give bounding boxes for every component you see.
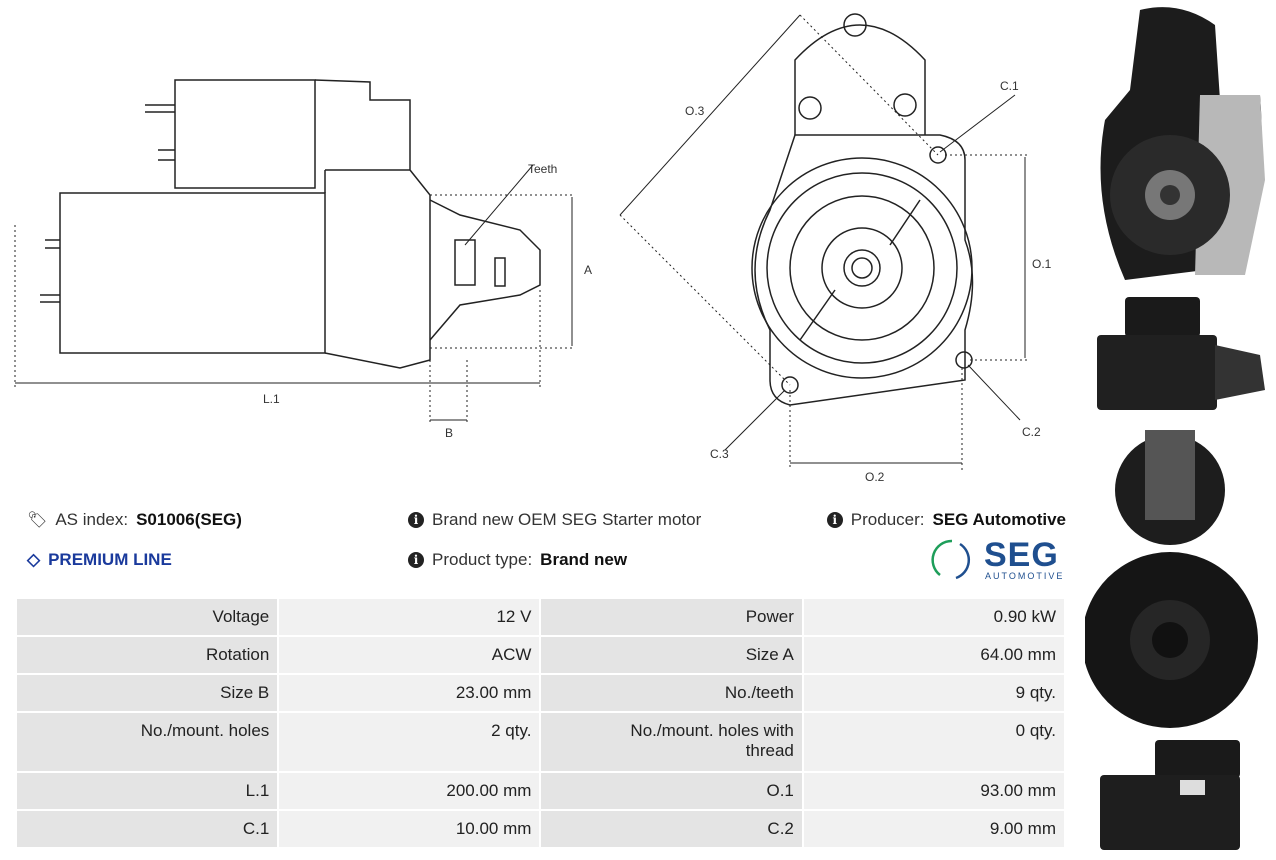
teeth-label: Teeth — [528, 162, 557, 176]
spec-value: 93.00 mm — [801, 771, 1067, 811]
front-view-drawing: O.3 O.1 O.2 C.1 C.2 C.3 — [619, 13, 1052, 484]
spec-label: Size B — [14, 673, 280, 713]
description: i Brand new OEM SEG Starter motor — [408, 510, 701, 530]
spec-label: Rotation — [14, 635, 280, 675]
spec-value: 12 V — [277, 597, 542, 637]
premium-line-badge[interactable]: ◇ PREMIUM LINE — [27, 550, 172, 570]
spec-value: 9.00 mm — [801, 809, 1067, 849]
photo-side-view-2 — [1100, 740, 1240, 850]
spec-value: 9 qty. — [801, 673, 1067, 713]
spec-label: No./mount. holes — [14, 711, 280, 773]
spec-value: 0 qty. — [801, 711, 1067, 773]
premium-line-label: PREMIUM LINE — [48, 550, 172, 569]
spec-value: 64.00 mm — [801, 635, 1067, 675]
spec-value: 0.90 kW — [801, 597, 1067, 637]
product-photos — [1085, 7, 1265, 850]
dim-c2-label: C.2 — [1022, 425, 1041, 439]
info-icon: i — [826, 512, 843, 528]
product-type-label: Product type: — [432, 550, 533, 569]
spec-label: No./teeth — [539, 673, 804, 713]
seg-logo-sub: AUTOMOTIVE — [985, 571, 1065, 581]
spec-label: No./mount. holes with thread — [539, 711, 804, 773]
spec-label: Size A — [539, 635, 804, 675]
dim-l1-label: L.1 — [263, 392, 280, 406]
spec-label: Voltage — [14, 597, 280, 637]
as-index-value: S01006(SEG) — [136, 510, 242, 529]
product-type: i Product type: Brand new — [408, 550, 627, 570]
photo-front-view — [1085, 430, 1258, 728]
product-type-value: Brand new — [540, 550, 628, 569]
spec-label: Power — [539, 597, 804, 637]
dim-o3-label: O.3 — [685, 104, 705, 118]
photo-side-view-1 — [1097, 297, 1265, 410]
seg-logo-ring — [931, 539, 971, 580]
diamond-icon: ◇ — [27, 550, 41, 569]
spec-label: C.1 — [14, 809, 280, 849]
spec-value: 2 qty. — [277, 711, 542, 773]
dim-c3-label: C.3 — [710, 447, 729, 461]
as-index: 🏷 AS index: S01006(SEG) — [27, 510, 242, 530]
seg-logo-text: SEG — [984, 536, 1059, 574]
spec-value: 23.00 mm — [277, 673, 542, 713]
dim-b-label: B — [445, 426, 453, 440]
dim-a-label: A — [584, 263, 592, 277]
description-text: Brand new OEM SEG Starter motor — [432, 510, 702, 529]
spec-label: O.1 — [539, 771, 804, 811]
producer: i Producer: SEG Automotive — [826, 510, 1067, 530]
producer-label: Producer: — [850, 510, 925, 529]
spec-label: C.2 — [539, 809, 804, 849]
dim-o1-label: O.1 — [1032, 257, 1052, 271]
dim-o2-label: O.2 — [865, 470, 885, 484]
spec-value: ACW — [277, 635, 542, 675]
spec-value: 200.00 mm — [277, 771, 542, 811]
spec-value: 10.00 mm — [277, 809, 542, 849]
spec-label: L.1 — [14, 771, 280, 811]
side-view-drawing: Teeth A B L.1 — [14, 79, 592, 440]
as-index-label: AS index: — [55, 510, 129, 529]
producer-value: SEG Automotive — [932, 510, 1067, 529]
info-icon: i — [408, 512, 424, 528]
seg-logo: SEG AUTOMOTIVE — [930, 536, 1068, 582]
dim-c1-label: C.1 — [1000, 79, 1019, 93]
info-icon: i — [408, 552, 424, 568]
photo-rear-view — [1100, 7, 1265, 281]
tags-icon: 🏷 — [27, 512, 48, 529]
